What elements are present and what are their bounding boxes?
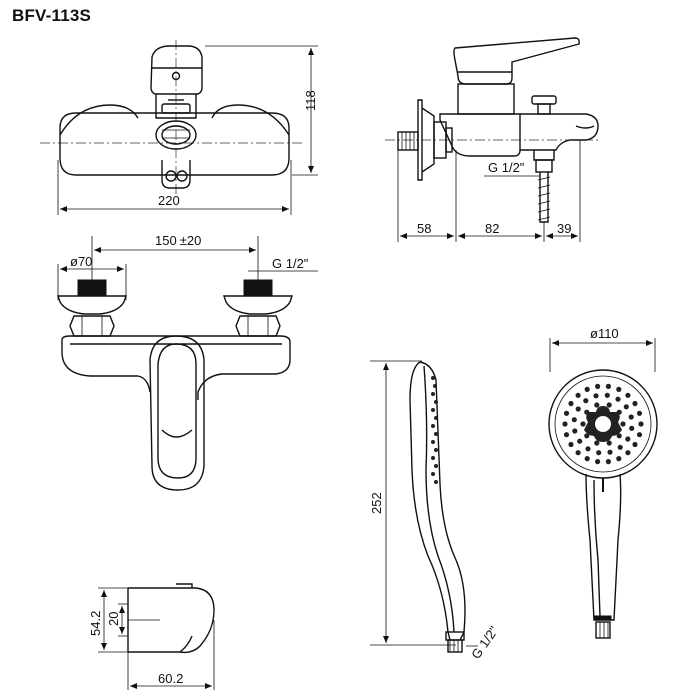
nozzle-hole: [572, 428, 578, 434]
nozzle-hole: [605, 459, 612, 465]
nozzle-hole: [585, 446, 591, 452]
top-view: [57, 236, 318, 491]
nozzle-hole: [595, 459, 601, 465]
nozzle-hole: [568, 441, 574, 448]
dim-spout-outlet: 20: [106, 612, 121, 626]
nozzle-hole: [623, 404, 629, 410]
dim-side-thread: G 1/2": [488, 160, 525, 175]
nozzle-hole: [568, 400, 574, 407]
nozzle-hole: [594, 402, 600, 408]
side-view: [385, 37, 600, 242]
spout-view: [98, 583, 215, 690]
front-view: [40, 40, 318, 215]
nozzle-hole: [632, 441, 638, 448]
model-title: BFV-113S: [12, 6, 92, 25]
nozzle-hole: [571, 417, 577, 423]
dim-front-height: 118: [303, 90, 318, 111]
nozzle-hole: [594, 440, 600, 446]
nozzle-hole: [636, 432, 643, 438]
nozzle-hole: [620, 421, 626, 427]
nozzle-hole: [562, 421, 568, 427]
nozzle-hole: [584, 433, 590, 439]
nozzle-hole: [615, 396, 621, 402]
nozzle-hole: [584, 409, 590, 415]
nozzle-hole: [583, 398, 589, 404]
dim-hand-shower-thread: G 1/2": [468, 623, 501, 662]
nozzle-hole: [636, 410, 643, 416]
dim-connection-diameter: ø70: [70, 254, 92, 269]
nozzle-hole: [584, 386, 590, 392]
nozzle-hole: [616, 409, 622, 415]
hand-shower-side-view: [370, 360, 478, 653]
nozzle-hole: [616, 456, 622, 462]
nozzle-hole: [575, 392, 581, 398]
nozzle-hole: [577, 438, 583, 444]
nozzle-hole: [607, 449, 613, 455]
hand-shower-front-view: [548, 338, 658, 639]
nozzle-hole: [606, 440, 612, 446]
nozzle-hole: [604, 392, 610, 398]
nozzle-hole: [580, 421, 586, 427]
dim-side-depth-2: 82: [485, 221, 499, 236]
nozzle-hole: [625, 392, 631, 398]
nozzle-hole: [625, 436, 631, 442]
nozzle-hole: [563, 432, 570, 438]
dim-hand-shower-length: 252: [369, 492, 384, 514]
dim-connection-thread: G 1/2": [272, 256, 309, 271]
dim-front-width: 220: [158, 193, 180, 208]
dim-side-depth-3: 39: [557, 221, 571, 236]
nozzle-hole: [593, 393, 599, 399]
dim-spout-height: 54.2: [88, 611, 103, 636]
dim-centers: 150±20: [155, 233, 201, 248]
side-nozzles: [431, 376, 438, 484]
nozzle-hole: [563, 410, 570, 416]
nozzle-hole: [596, 450, 602, 456]
nozzle-hole: [595, 383, 601, 389]
nozzle-hole: [617, 444, 623, 450]
nozzle-hole: [625, 450, 631, 456]
nozzle-hole: [616, 386, 622, 392]
nozzle-hole: [616, 433, 622, 439]
nozzle-hole: [605, 383, 612, 389]
nozzle-hole: [575, 450, 581, 456]
dim-head-diameter: ø110: [590, 326, 619, 341]
dim-spout-length: 60.2: [158, 671, 183, 686]
nozzle-hole: [638, 421, 644, 427]
dim-side-depth-1: 58: [417, 221, 431, 236]
nozzle-hole: [632, 400, 638, 407]
nozzle-hole: [629, 425, 635, 431]
nozzle-hole: [584, 456, 590, 462]
nozzle-hole: [628, 414, 634, 420]
nozzle-hole: [606, 402, 612, 408]
nozzle-hole: [575, 406, 581, 412]
nozzle-holes: [562, 383, 644, 465]
